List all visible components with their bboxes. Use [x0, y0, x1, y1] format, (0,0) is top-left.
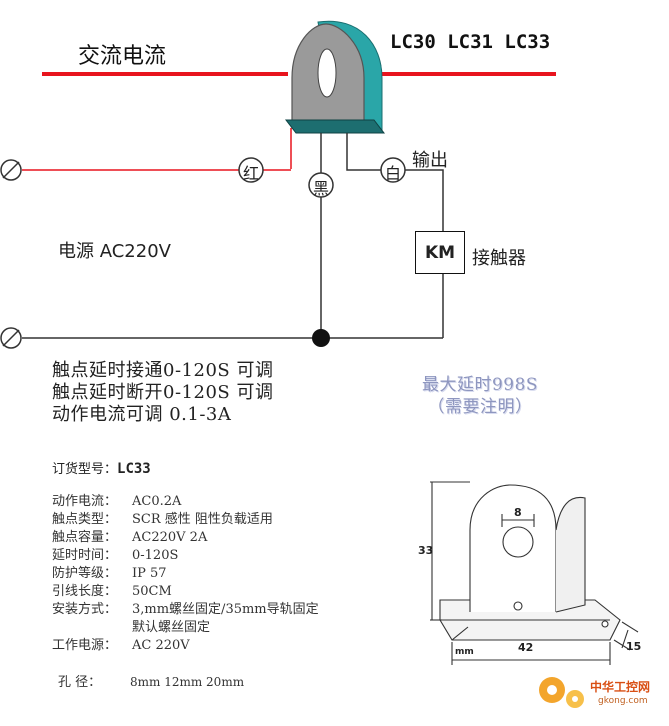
spec-value: 0-120S — [132, 548, 179, 563]
order-model-prefix: 订货型号： — [52, 462, 118, 477]
note-off-delay: 触点延时断开0-120S 可调 — [52, 382, 274, 403]
hole-dimension: 8 — [514, 506, 522, 519]
spec-row: 安装方式： 3,mm螺丝固定/35mm导轨固定 — [52, 601, 319, 619]
hole-key: 孔 径： — [58, 675, 102, 690]
spec-row: 工作电源： AC 220V — [52, 637, 319, 655]
hole-diameter-row: 孔 径： 8mm 12mm 20mm — [58, 673, 244, 692]
spec-key: 引线长度： — [52, 584, 118, 599]
spec-key: 触点类型： — [52, 512, 118, 527]
spec-key: 触点容量： — [52, 530, 118, 545]
red-wire-badge — [238, 157, 264, 183]
spec-row: 引线长度： 50CM — [52, 583, 319, 601]
delay-notes: 触点延时接通0-120S 可调 触点延时断开0-120S 可调 动作电流可调 0… — [52, 360, 273, 426]
spec-value: SCR 感性 阻性负载适用 — [132, 512, 273, 527]
spec-value: IP 57 — [132, 566, 167, 581]
terminal-bottom-icon — [0, 327, 22, 349]
spec-value: 50CM — [132, 584, 172, 599]
order-model-value: LC33 — [117, 461, 151, 477]
spec-row: 默认螺丝固定 — [52, 619, 319, 637]
watermark-url: gkong.com — [598, 696, 648, 706]
height-dimension: 33 — [418, 544, 434, 557]
spec-row: 触点容量： AC220V 2A — [52, 529, 319, 547]
terminal-top-icon — [0, 159, 22, 181]
white-wire-label: 白 — [385, 164, 402, 183]
ac-current-label: 交流电流 — [78, 44, 167, 69]
black-wire-badge — [308, 172, 334, 198]
white-wire-badge — [380, 157, 406, 183]
black-wire-label: 黑 — [313, 179, 330, 198]
contactor-label: 接触器 — [472, 248, 526, 269]
red-wire-label: 红 — [243, 164, 260, 183]
models-label: LC30 LC31 LC33 — [390, 31, 551, 53]
depth-dimension: 15 — [626, 640, 642, 653]
dimension-drawing — [430, 481, 639, 665]
spec-row: 触点类型： SCR 感性 阻性负载适用 — [52, 511, 319, 529]
max-delay-note: 最大延时998S （需要注明） — [405, 374, 555, 418]
spec-key: 防护等级： — [52, 566, 118, 581]
max-delay-remark: （需要注明） — [427, 397, 533, 417]
spec-row: 防护等级： IP 57 — [52, 565, 319, 583]
contactor-km-box: KM — [415, 231, 465, 274]
hole-value: 8mm 12mm 20mm — [130, 675, 245, 689]
width-dimension: 42 — [518, 641, 534, 654]
spec-key: 工作电源： — [52, 638, 118, 653]
spec-value: AC220V 2A — [132, 530, 208, 545]
order-model-title: 订货型号：LC33 — [52, 458, 151, 477]
output-label: 输出 — [412, 150, 448, 171]
spec-value: 默认螺丝固定 — [132, 620, 211, 635]
watermark-name: 中华工控网 — [590, 680, 651, 694]
unit-label: mm — [455, 647, 474, 657]
spec-key: 动作电流： — [52, 494, 118, 509]
spec-key: 安装方式： — [52, 602, 118, 617]
spec-key: 延时时间： — [52, 548, 118, 563]
gkong-gear-icon — [539, 677, 584, 708]
max-delay-text: 最大延时998S — [421, 375, 539, 395]
power-label: 电源 AC220V — [58, 241, 171, 262]
spec-row: 延时时间： 0-120S — [52, 547, 319, 565]
spec-row: 动作电流： AC0.2A — [52, 493, 319, 511]
spec-value: AC 220V — [132, 638, 190, 653]
current-sensor-illustration — [284, 20, 386, 134]
spec-list: 动作电流： AC0.2A 触点类型： SCR 感性 阻性负载适用 触点容量： AC22… — [52, 493, 319, 655]
spec-value: 3,mm螺丝固定/35mm导轨固定 — [132, 602, 319, 617]
junction-dot — [312, 329, 330, 347]
spec-value: AC0.2A — [132, 494, 182, 509]
note-on-delay: 触点延时接通0-120S 可调 — [52, 360, 274, 381]
note-current-adjust: 动作电流可调 0.1-3A — [52, 404, 232, 425]
